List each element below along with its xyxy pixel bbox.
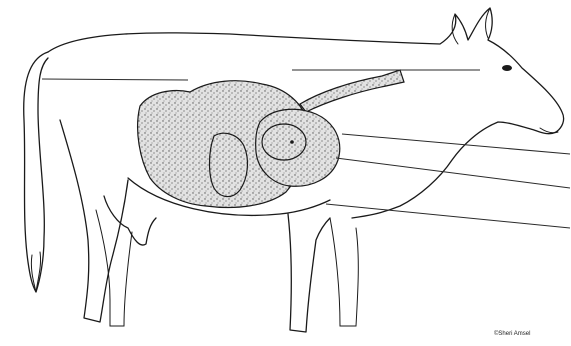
reticulum [262, 124, 306, 160]
cow-tail [24, 52, 48, 292]
leader-line-1 [42, 79, 188, 80]
cow-eye [502, 65, 512, 71]
front-leg-2 [330, 218, 358, 326]
organ-marker [290, 140, 294, 144]
front-leg [288, 214, 330, 332]
cow-udder [104, 196, 156, 245]
abomasum [210, 133, 248, 196]
leader-line-4 [336, 158, 570, 188]
copyright-text: ©Sheri Amsel [494, 331, 530, 337]
esophagus [300, 70, 404, 112]
leader-line-3 [342, 134, 570, 154]
